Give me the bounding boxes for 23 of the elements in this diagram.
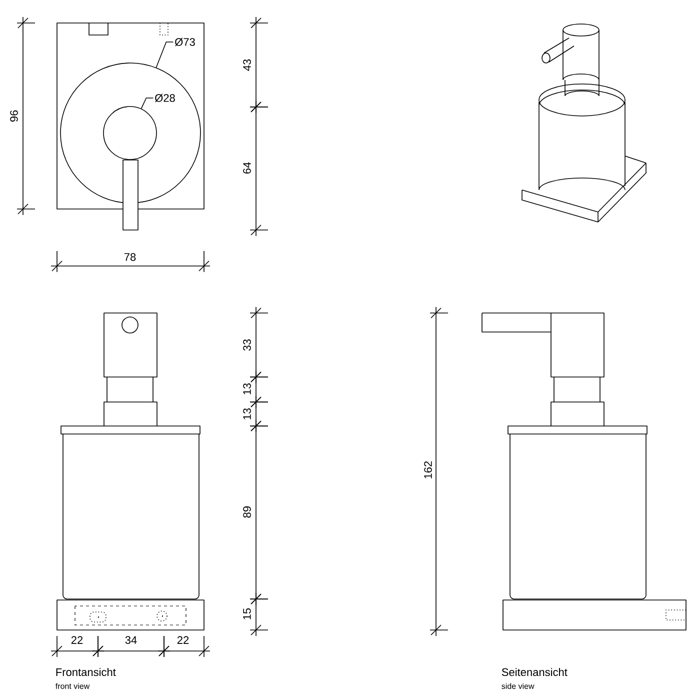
leader-line	[140, 98, 154, 109]
dimension-label: 43	[243, 59, 251, 71]
dimension-label: 33	[243, 339, 251, 351]
dimension-label: 64	[243, 162, 251, 174]
view-title: Seitenansicht	[502, 668, 568, 676]
dimension-label: 162	[424, 461, 432, 478]
dimension-label: 89	[243, 506, 251, 518]
circle-outline	[60, 62, 201, 204]
view-subtitle: side view	[502, 683, 534, 689]
dimension-label: 13	[243, 383, 251, 394]
view-title: Frontansicht	[56, 668, 116, 676]
dimension-label: 78	[124, 253, 136, 261]
dimension-label: 15	[243, 608, 251, 620]
dimension-label: 34	[125, 636, 137, 644]
dimension-label: 96	[10, 110, 18, 122]
view-subtitle: front view	[56, 683, 90, 689]
circle-outline	[103, 106, 157, 160]
dimension-label: Ø73	[174, 38, 195, 46]
leader-line	[156, 42, 174, 68]
dimension-label: 22	[71, 636, 83, 644]
dimension-label: Ø28	[154, 94, 175, 102]
dimension-label: 13	[243, 408, 251, 420]
dimension-label: 22	[177, 636, 189, 644]
